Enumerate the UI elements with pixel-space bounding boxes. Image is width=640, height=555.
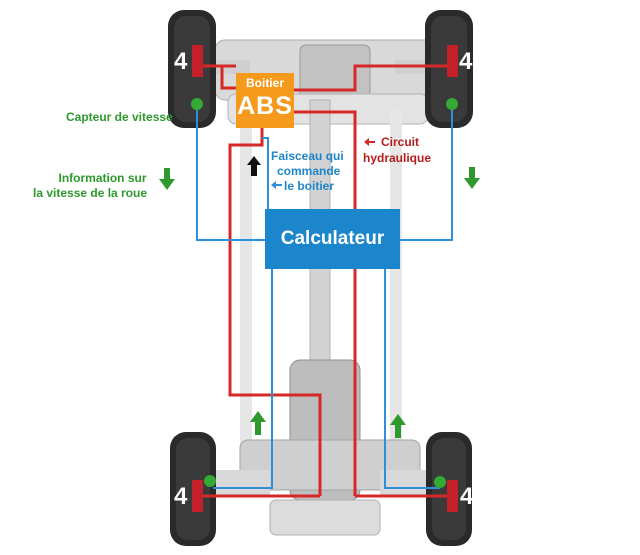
sensor-dots xyxy=(191,98,458,488)
label-faisceau-line1: Faisceau qui xyxy=(271,149,344,163)
label-circuit-line2: hydraulique xyxy=(363,151,432,165)
wheel-number-rear-left: 4 xyxy=(174,483,188,510)
chassis xyxy=(210,39,440,536)
calculateur-box: Calculateur xyxy=(265,209,400,269)
arrow-down-right xyxy=(464,167,480,189)
label-faisceau-line2: commande xyxy=(277,164,341,178)
arrow-up-right xyxy=(390,414,406,438)
label-faisceau-line3: le boitier xyxy=(284,179,335,193)
abs-box-label: Boitier xyxy=(245,76,284,90)
label-capteur-vitesse: Capteur de vitesse xyxy=(66,110,173,124)
label-information-line2: la vitesse de la roue xyxy=(33,186,148,200)
sensor-wires xyxy=(196,104,453,489)
wheel-number-front-right: 4 xyxy=(459,48,473,75)
label-circuit-line1: Circuit xyxy=(381,135,420,149)
wheel-number-front-left: 4 xyxy=(174,48,188,75)
arrow-up-left xyxy=(250,411,266,435)
label-information-line1: Information sur xyxy=(58,171,147,185)
green-arrows xyxy=(159,167,480,438)
abs-box-title: ABS xyxy=(237,92,293,120)
label-information-vitesse: Information sur xyxy=(45,171,160,186)
wheel-number-rear-right: 4 xyxy=(460,483,474,510)
wheel-hubs xyxy=(192,45,458,512)
abs-box: Boitier ABS xyxy=(236,73,294,128)
black-arrow xyxy=(247,156,261,176)
label-arrows xyxy=(271,138,375,189)
arrow-down-left xyxy=(159,168,175,190)
